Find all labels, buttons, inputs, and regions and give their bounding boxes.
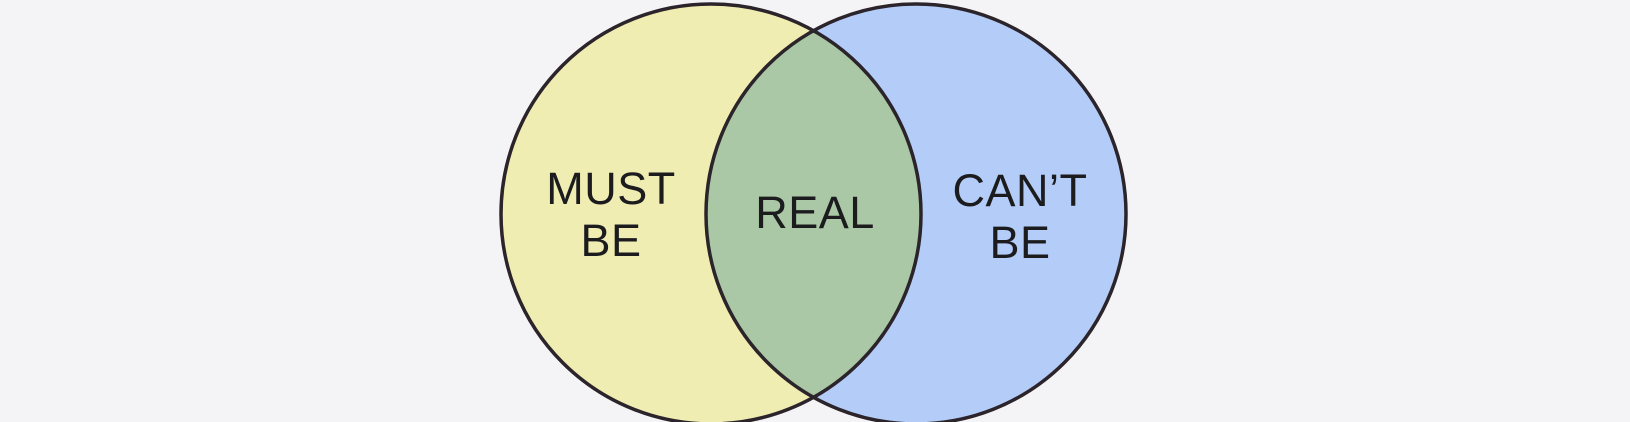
- left-set-label: MUST BE: [546, 162, 676, 266]
- intersection-fill: [706, 4, 921, 422]
- right-circle-outline: [704, 2, 1128, 422]
- intersection-label: REAL: [755, 186, 875, 238]
- right-set-label: CAN’T BE: [952, 164, 1088, 268]
- left-circle-outline: [499, 2, 923, 422]
